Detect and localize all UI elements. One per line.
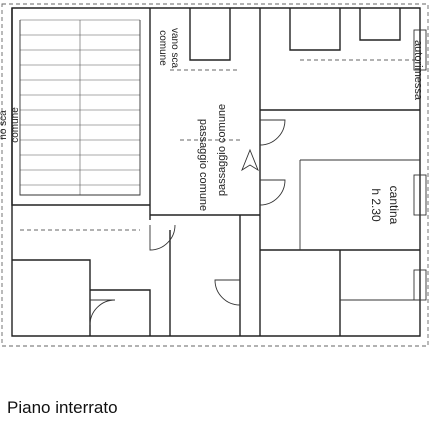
stair-label-line1: comune	[157, 30, 168, 66]
cellar-height-label: h 2.30	[369, 188, 383, 222]
stair-treads	[19, 19, 141, 196]
left-edge-label-line2: comune	[10, 107, 21, 143]
interior-dashed	[20, 59, 420, 231]
plan-caption: Piano interrato	[7, 398, 118, 417]
floor-plan-drawing: cantina h 2.30 passaggio comune passaggi…	[0, 3, 429, 347]
garage-label: autorimessa	[412, 40, 424, 101]
cellar-name-label: cantina	[387, 186, 401, 225]
north-arrow-icon	[241, 148, 259, 172]
corridor-label-left: passaggio comune	[197, 119, 209, 211]
door-swings	[89, 119, 286, 326]
windows	[413, 29, 427, 301]
floor-plan: cantina h 2.30 passaggio comune passaggi…	[0, 3, 429, 347]
building-walls	[11, 7, 421, 337]
outer-boundary-dashed	[1, 3, 429, 347]
left-edge-label-line1: no sca	[0, 110, 9, 140]
stair-label-line2: vano sca	[169, 28, 180, 68]
corridor-label-right: passaggio comune	[216, 104, 228, 196]
